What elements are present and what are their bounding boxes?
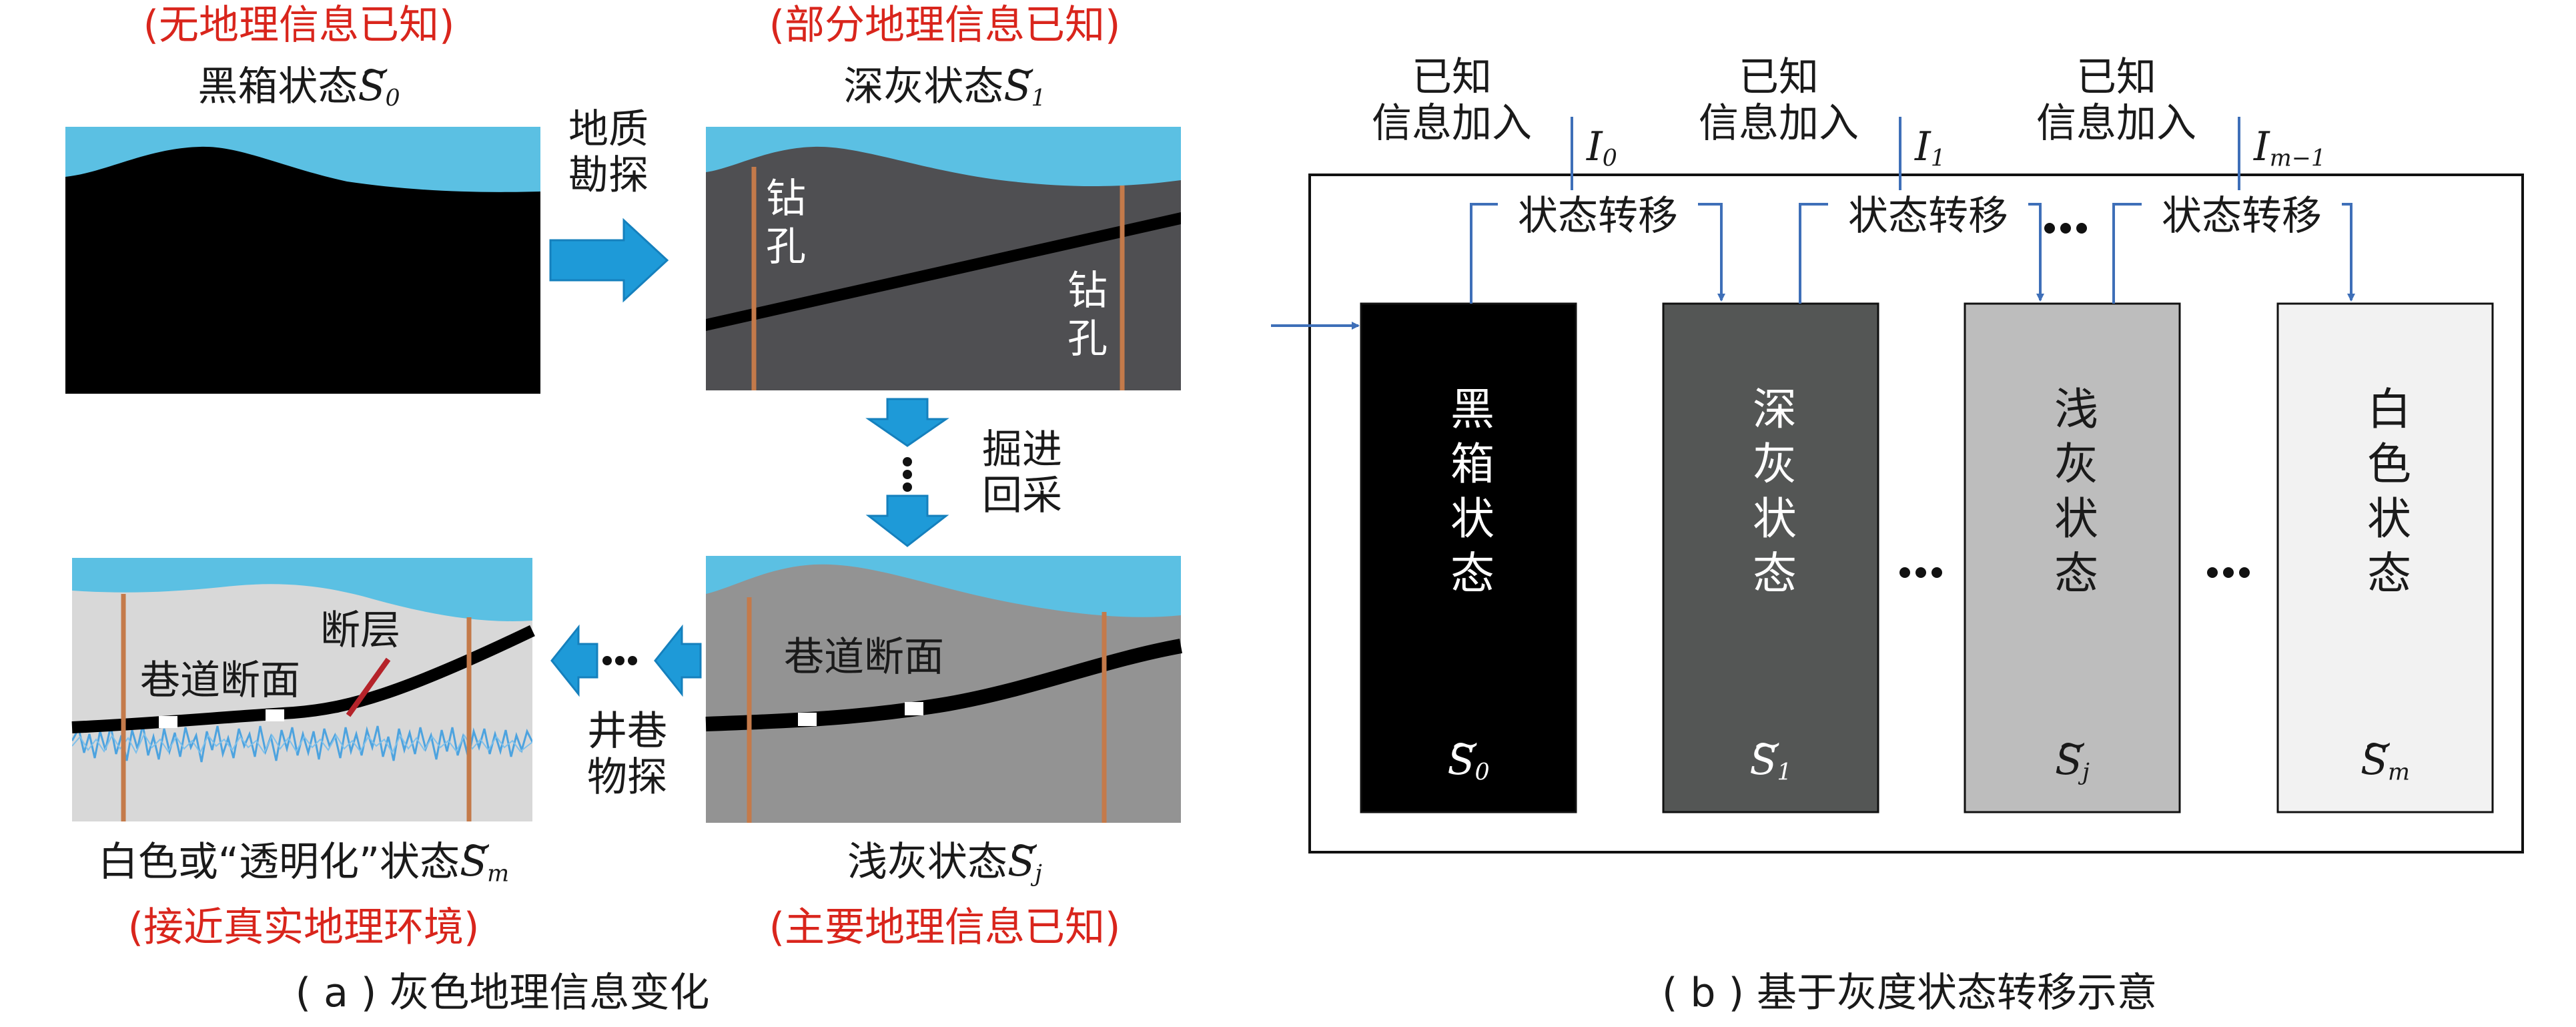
stagej-image: [705, 556, 1182, 823]
minegeo-arrow-left-icon: [654, 624, 702, 697]
tunnel-section-marker: [905, 702, 923, 715]
info-label-1: 已知 信息加入: [1699, 54, 1859, 147]
state-box-0-label: 黑箱状态: [1443, 386, 1494, 605]
mining-arrow-down-icon: [865, 398, 949, 447]
stage1-image: [706, 127, 1181, 390]
state-box-j-label: 浅灰状态: [2047, 386, 2098, 605]
ellipsis-horizontal-icon: [602, 656, 637, 665]
stagem-section-label: 巷道断面: [140, 657, 300, 704]
state-box-0-symbol: ~S0: [1447, 723, 1490, 786]
tunnel-section-marker: [798, 713, 817, 726]
process-frame: [1308, 174, 2524, 853]
minegeo-arrow-left-icon-2: [550, 624, 598, 697]
fault-label: 断层: [320, 607, 400, 654]
stagej-section-label: 巷道断面: [784, 634, 944, 681]
step-minegeo-label: 井巷 物探: [587, 708, 667, 801]
state-box-j-symbol: ~Sj: [2055, 723, 2090, 786]
state-box-1-label: 深灰状态: [1745, 386, 1797, 605]
stagej-label: 浅灰状态~Sj: [847, 825, 1042, 888]
transition-label-1: 状态转移: [1848, 193, 2008, 240]
info-label-0: 已知 信息加入: [1372, 54, 1532, 147]
stage1-label: 深灰状态~S1: [843, 49, 1046, 112]
ellipsis-icon: [1899, 223, 2250, 578]
borehole-left-label: 钻 孔: [766, 176, 806, 270]
survey-arrow-icon: [549, 218, 669, 303]
stage0-image: [65, 127, 540, 394]
mining-arrow-down-icon-2: [865, 494, 949, 547]
panel-a-caption: ( a ) 灰色地理信息变化: [295, 970, 710, 1016]
state-symbol: ~S0: [358, 49, 400, 112]
ellipsis-vertical-icon: [903, 457, 912, 492]
noise-band: [72, 724, 532, 763]
transition-label-0: 状态转移: [1518, 193, 1678, 240]
input-symbol-0: I0: [1587, 123, 1617, 172]
panel-b-caption: ( b ) 基于灰度状态转移示意: [1661, 970, 2158, 1016]
info-label-m: 已知 信息加入: [2036, 54, 2196, 147]
stage0-label: 黑箱状态~S0: [197, 49, 400, 112]
state-symbol: ~Sm: [460, 825, 510, 888]
stagem-label: 白色或“透明化”状态~Sm: [97, 825, 510, 888]
stage0-note: (无地理信息已知): [143, 2, 455, 49]
step-mining-label: 掘进 回采: [982, 426, 1062, 519]
state-box-m-label: 白色状态: [2360, 386, 2411, 605]
state-box-m: [2276, 302, 2494, 813]
state-symbol: ~S1: [1003, 49, 1046, 112]
borehole-right-label: 钻 孔: [1067, 268, 1108, 362]
stagem-image: [71, 558, 535, 821]
state-symbol: ~Sj: [1007, 825, 1042, 888]
input-symbol-m: Im−1: [2254, 123, 2326, 172]
stagej-note: (主要地理信息已知): [769, 904, 1121, 951]
state-box-1: [1662, 302, 1879, 813]
state-box-m-symbol: ~Sm: [2360, 723, 2411, 786]
stagem-note: (接近真实地理环境): [127, 904, 480, 951]
stage1-note: (部分地理信息已知): [769, 2, 1121, 49]
step-survey-label: 地质 勘探: [568, 106, 649, 199]
state-box-j: [1964, 302, 2181, 813]
fault-line: [346, 657, 391, 717]
state-box-1-symbol: ~S1: [1749, 723, 1792, 786]
input-symbol-1: I1: [1915, 123, 1946, 172]
transition-label-m: 状态转移: [2162, 193, 2322, 240]
state-box-0: [1360, 302, 1577, 813]
